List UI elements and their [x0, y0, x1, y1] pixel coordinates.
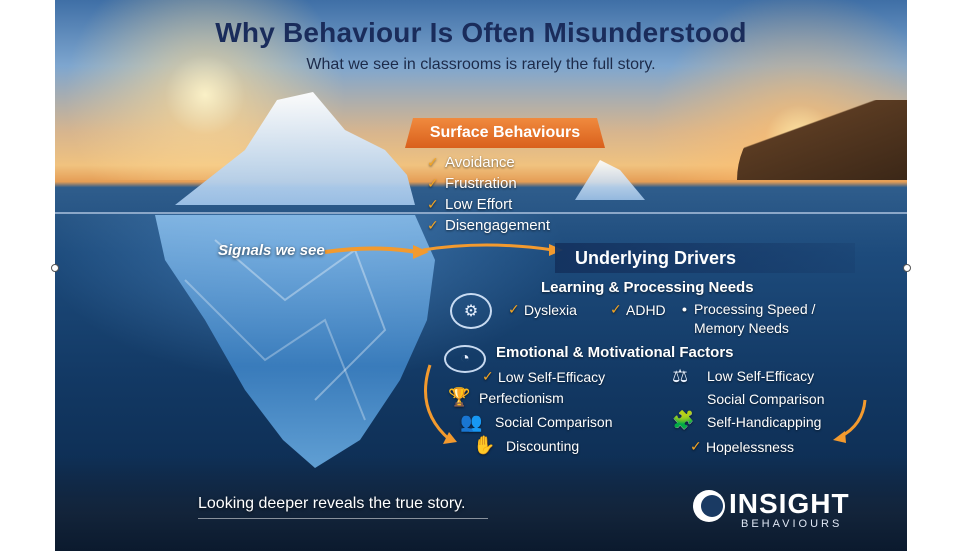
learning-item-continued: Memory Needs	[694, 320, 789, 336]
gauge-head-icon: ◔	[444, 345, 486, 373]
emotional-item: Discounting	[506, 438, 580, 454]
list-item: ✓Frustration	[427, 175, 517, 192]
underlying-drivers-heading: Underlying Drivers	[555, 243, 855, 273]
signals-arrow	[324, 246, 418, 254]
puzzle-head-icon: 🧩	[672, 410, 695, 430]
list-item: ✓Disengagement	[427, 217, 551, 234]
learning-item: •Processing Speed /	[682, 301, 816, 317]
resize-handle-right[interactable]	[903, 264, 911, 272]
bullet-icon: •	[682, 301, 687, 317]
surface-behaviours-list: ✓Avoidance ✓Frustration ✓Low Effort ✓Dis…	[427, 152, 550, 236]
learning-needs-heading: Learning & Processing Needs	[541, 279, 754, 296]
insight-behaviours-logo: INSIGHT BEHAVIOURS	[693, 488, 863, 532]
check-icon: ✓	[427, 175, 439, 191]
waterline	[55, 212, 907, 214]
emotional-item: ✓Hopelessness	[690, 438, 794, 455]
emotional-item: Low Self-Efficacy	[707, 368, 815, 384]
iceberg-illustration	[155, 92, 867, 468]
emotional-item: Self-Handicapping	[707, 414, 822, 430]
footer-tagline: Looking deeper reveals the true story.	[198, 495, 466, 512]
poster-title: Why Behaviour Is Often Misunderstood	[215, 17, 747, 48]
signals-label: Signals we see	[218, 242, 325, 259]
footer-underline	[198, 518, 488, 519]
brain-gears-icon: ⚙	[450, 293, 492, 329]
check-icon: ✓	[610, 301, 622, 317]
list-item: ✓Low Effort	[427, 196, 513, 213]
check-icon: ✓	[508, 301, 520, 317]
connector-arrow	[422, 243, 554, 252]
trophy-icon: 🏆	[448, 387, 471, 407]
right-curve-arrow	[839, 399, 867, 439]
check-icon: ✓	[482, 368, 494, 384]
scales-icon: ⚖	[672, 366, 689, 386]
emotional-item: ✓Low Self-Efficacy	[482, 368, 606, 385]
iceberg-tip-right	[575, 160, 645, 200]
emotional-item: Social Comparison	[707, 391, 825, 407]
poster-subtitle: What we see in classrooms is rarely the …	[306, 56, 656, 73]
logo-subtitle: BEHAVIOURS	[741, 518, 843, 530]
surface-behaviours-heading: Surface Behaviours	[405, 118, 605, 148]
check-icon: ✓	[427, 154, 439, 170]
iceberg-tip	[175, 92, 415, 205]
people-icon: 👥	[460, 412, 483, 432]
seabed	[55, 456, 907, 551]
iceberg-underwater	[155, 215, 435, 468]
left-curve-arrow	[424, 364, 451, 442]
check-icon: ✓	[690, 438, 702, 454]
resize-handle-left[interactable]	[51, 264, 59, 272]
list-item: ✓Avoidance	[427, 154, 515, 171]
emotional-item: Social Comparison	[495, 414, 613, 430]
check-icon: ✓	[427, 217, 439, 233]
emotional-factors-heading: Emotional & Motivational Factors	[496, 344, 734, 361]
logo-name: INSIGHT	[729, 488, 850, 519]
learning-item: ✓Dyslexia	[508, 301, 577, 318]
poster-image: Why Behaviour Is Often Misunderstood Wha…	[55, 0, 907, 551]
check-icon: ✓	[427, 196, 439, 212]
logo-mark-icon	[693, 490, 725, 522]
learning-item: ✓ADHD	[610, 301, 666, 318]
emotional-item: Perfectionism	[479, 390, 564, 406]
hand-icon: ✋	[473, 435, 496, 455]
